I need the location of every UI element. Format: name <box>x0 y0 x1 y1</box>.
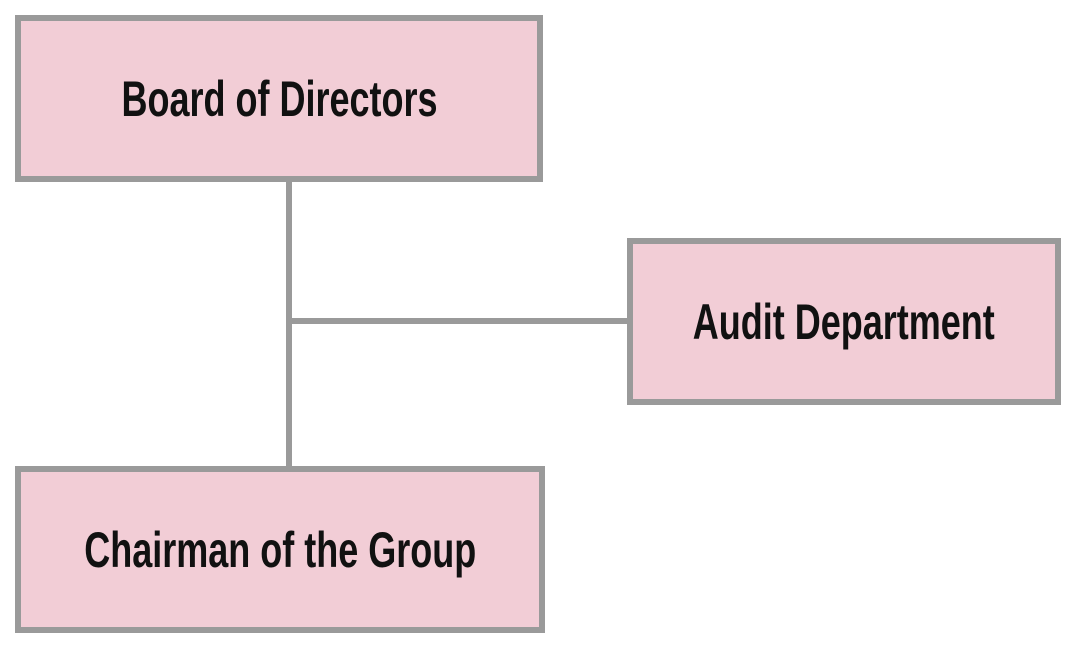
node-audit-department: Audit Department <box>627 238 1061 405</box>
node-chairman-of-the-group: Chairman of the Group <box>15 466 545 633</box>
connector-board-to-chairman <box>286 182 292 466</box>
node-board-of-directors-label: Board of Directors <box>120 70 438 127</box>
node-chairman-of-the-group-label: Chairman of the Group <box>83 521 477 578</box>
node-audit-department-label: Audit Department <box>692 293 996 350</box>
connector-branch-to-audit <box>286 318 627 324</box>
node-board-of-directors: Board of Directors <box>15 15 543 182</box>
